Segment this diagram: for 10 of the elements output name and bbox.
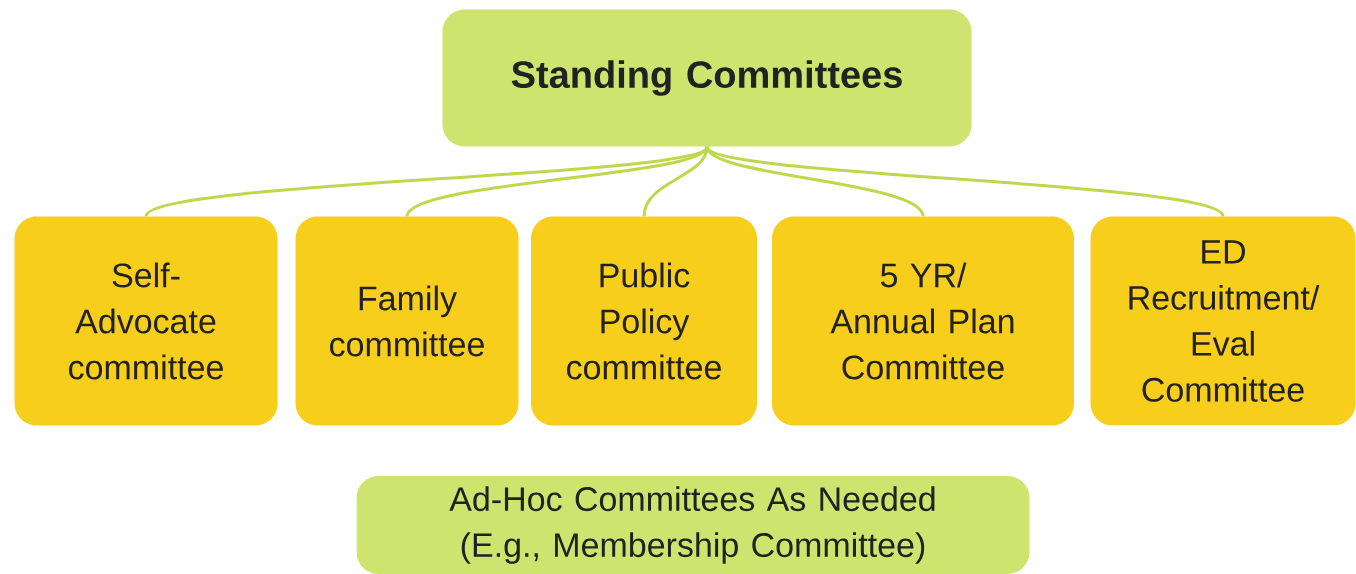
committee-box: Self-Advocate committee: [14, 216, 278, 426]
committee-box: ED Recruitment/ Eval Committee: [1090, 216, 1356, 426]
connector-line: [706, 145, 1224, 218]
committee-box: Family committee: [295, 216, 519, 426]
heading-box: Standing Committees: [442, 9, 972, 147]
connector-line: [145, 145, 708, 218]
committee-box: Public Policy committee: [531, 216, 757, 426]
committee-box: 5 YR/ Annual Plan Committee: [772, 216, 1074, 426]
note-box: Ad-Hoc Committees As Needed (E.g., Membership Committee): [356, 476, 1030, 574]
connector-line: [642, 146, 709, 217]
